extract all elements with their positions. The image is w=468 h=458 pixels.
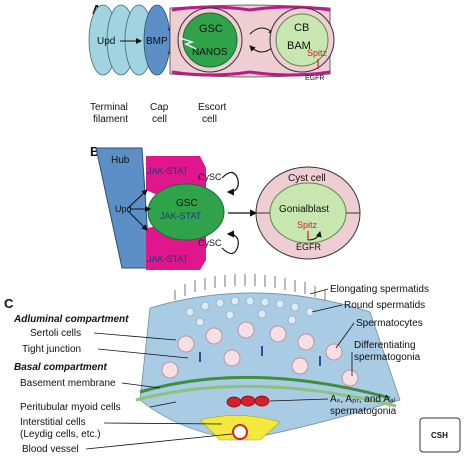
egfr-label-b: EGFR xyxy=(296,242,322,252)
signal-icon xyxy=(179,37,197,50)
gsc-label: GSC xyxy=(199,23,223,35)
csh-logo-text: CSH xyxy=(431,431,448,440)
seminiferous-tissue xyxy=(139,292,401,441)
a-sperm-label-1: Aₛ, Aₚᵣ, and Aₐₗ xyxy=(330,394,396,405)
escort-cell-process xyxy=(171,5,251,77)
a-sperm-leader xyxy=(269,398,329,402)
gonialblast-label: Gonialblast xyxy=(279,204,329,215)
upd-arrow-bottom xyxy=(127,210,148,231)
adluminal-label: Adluminal compartment xyxy=(13,314,129,325)
gsc-label-b: GSC xyxy=(176,198,198,209)
panel-c-letter: C xyxy=(4,296,14,311)
differentiating-label-1: Differentiating xyxy=(354,340,416,351)
spermatocytes-leader xyxy=(335,322,355,349)
blood-vessel xyxy=(232,424,248,440)
panel-c: C xyxy=(4,274,461,455)
escort-label-1: Escort xyxy=(198,102,227,113)
peritubular-myoid xyxy=(135,384,397,408)
basement-label: Basement membrane xyxy=(20,378,116,389)
cyst-cell-label: Cyst cell xyxy=(288,173,326,184)
escort-cell-process xyxy=(249,5,331,77)
upd-label: Upd xyxy=(97,36,115,47)
gsc-cell-b xyxy=(147,183,225,241)
a-sperm-label-2: spermatogonia xyxy=(330,406,397,417)
a-spermatogonia xyxy=(226,395,270,408)
basement-leader xyxy=(121,382,161,389)
blood-vessel-leader xyxy=(85,433,233,450)
cb-cell xyxy=(275,13,329,67)
cap-label-1: Cap xyxy=(150,102,169,113)
egfr-label: EGFR xyxy=(305,75,324,82)
sertoli-nuclei xyxy=(199,346,321,366)
cysc-top-label: CySC xyxy=(198,172,222,182)
escort-label-2: cell xyxy=(202,114,217,125)
round-spermatids xyxy=(185,296,315,327)
sertoli-leader xyxy=(93,332,177,341)
elongating-spermatids-tails xyxy=(174,274,326,300)
gsc-cell xyxy=(182,12,238,68)
terminal-label-2: filament xyxy=(93,114,128,125)
jakstat-mid: JAK-STAT xyxy=(160,211,202,221)
interstitial-label-2: (Leydig cells, etc.) xyxy=(20,429,101,440)
bmp-label: BMP xyxy=(146,36,168,47)
basal-label: Basal compartment xyxy=(14,362,107,373)
peritubular-leader xyxy=(149,401,177,408)
interstitial-leader xyxy=(103,422,223,425)
differentiating-label-2: spermatogonia xyxy=(354,352,421,363)
nanos-label: NANOS xyxy=(192,47,228,58)
round-leader xyxy=(311,304,343,313)
panel-b: B Hub Upd CySC CySC JAK-STAT JAK-STAT GS… xyxy=(90,144,361,270)
spermatocytes-label: Spermatocytes xyxy=(356,318,423,329)
jakstat-top: JAK-STAT xyxy=(147,166,189,176)
panel-b-letter: B xyxy=(90,144,99,159)
self-renew-arrow xyxy=(221,171,239,196)
interstitial-label-1: Interstitial cells xyxy=(20,417,86,428)
terminal-label-1: Terminal xyxy=(90,102,128,113)
panel-a: A Upd BMP GSC NANOS CB BAM Spitz EGFR xyxy=(88,2,335,125)
round-label: Round spermatids xyxy=(344,300,425,311)
hub-label: Hub xyxy=(111,155,130,166)
cysc-bottom-label: CySC xyxy=(198,238,222,248)
elongating-leader xyxy=(309,288,329,295)
egfr-arrow xyxy=(307,231,322,241)
csh-logo xyxy=(419,417,461,453)
cb-label: CB xyxy=(294,22,309,34)
upd-label-b: Upd xyxy=(115,204,132,214)
tight-junction-leader xyxy=(97,348,189,359)
basement-membrane xyxy=(139,375,391,400)
cap-label-2: cell xyxy=(152,114,167,125)
spitz-label: Spitz xyxy=(307,48,328,58)
jakstat-bottom: JAK-STAT xyxy=(147,254,189,264)
bam-label: BAM xyxy=(287,40,311,52)
spitz-label-b: Spitz xyxy=(297,220,318,230)
tight-junction-label: Tight junction xyxy=(22,344,81,355)
sertoli-label: Sertoli cells xyxy=(30,328,81,339)
self-renew-arrow-2 xyxy=(221,230,239,255)
spermatocytes xyxy=(161,321,359,387)
elongating-label: Elongating spermatids xyxy=(330,284,429,295)
upd-arrow-top xyxy=(127,189,148,209)
peritubular-label: Peritubular myoid cells xyxy=(20,402,121,413)
blood-vessel-label: Blood vessel xyxy=(22,444,79,455)
